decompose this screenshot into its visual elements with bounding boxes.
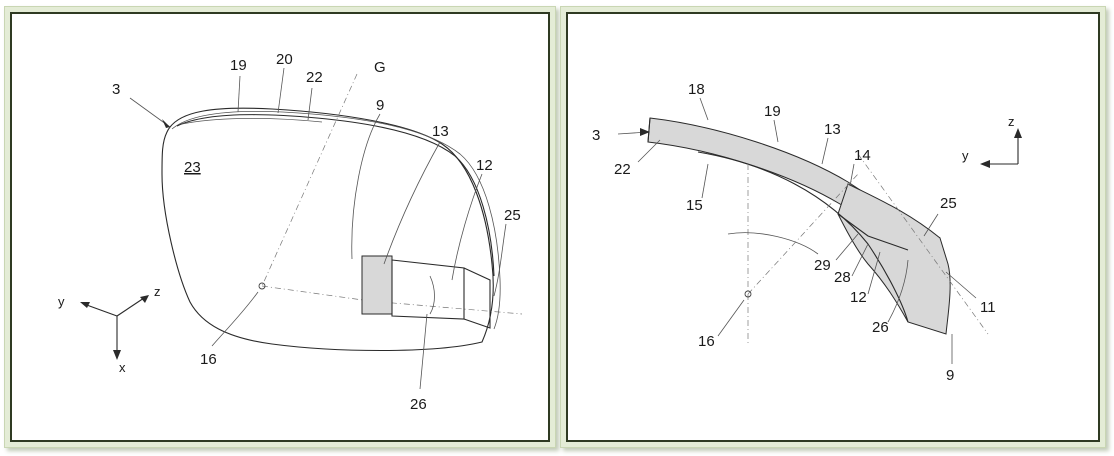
label-26: 26: [872, 319, 889, 336]
label-16: 16: [200, 351, 217, 368]
arrow-3-icon: [162, 119, 170, 128]
leader-11: [945, 271, 977, 299]
axis-label-y: y: [962, 148, 969, 163]
beam-end: [647, 117, 651, 143]
label-13: 13: [824, 121, 841, 138]
label-15: 15: [686, 197, 703, 214]
axis-label-x: x: [119, 360, 126, 375]
leader-20: [277, 67, 285, 114]
mirror-outline: [161, 107, 494, 352]
leader-22: [637, 139, 661, 163]
block-12: [391, 259, 465, 320]
leader-13: [383, 141, 441, 265]
leader-16: [211, 291, 259, 347]
label-G: G: [374, 59, 386, 76]
rim-edge-line: [181, 117, 323, 125]
y-axis-arrow-icon: [980, 160, 990, 168]
leader-3: [129, 97, 171, 128]
leader-12: [451, 173, 483, 281]
label-22: 22: [306, 69, 323, 86]
leader-14: [849, 163, 855, 187]
leader-26: [887, 259, 909, 323]
label-12: 12: [850, 289, 867, 306]
figure-left-panel: 3 19 20 22 G 9 13 12 25 23 16 26 y z x: [10, 12, 550, 442]
label-12: 12: [476, 157, 493, 174]
label-26: 26: [410, 396, 427, 413]
axis-label-z: z: [154, 284, 161, 299]
y-axis-line: [83, 303, 118, 317]
pivot-point-16: [744, 290, 752, 298]
arrow-3-icon: [640, 128, 650, 136]
leader-9: [351, 113, 381, 260]
housing-rim-inner: [176, 114, 495, 277]
block-side: [463, 267, 491, 329]
section-view-drawing: 3 18 19 13 14 22 15 25 29 28 12 26 11 16…: [592, 81, 1022, 384]
leader-28: [851, 243, 869, 277]
leader-25: [923, 213, 939, 237]
label-3: 3: [592, 127, 600, 144]
step-edge: [837, 213, 909, 251]
axis-diagonal: [747, 173, 859, 295]
block-curve: [429, 275, 435, 315]
label-29: 29: [814, 257, 831, 274]
leader-26: [419, 313, 428, 390]
inner-curve-15: [697, 151, 909, 323]
label-19: 19: [764, 103, 781, 120]
label-20: 20: [276, 51, 293, 68]
label-9: 9: [946, 367, 954, 384]
label-22: 22: [614, 161, 631, 178]
x-axis-arrow-icon: [113, 350, 121, 360]
label-25: 25: [504, 207, 521, 224]
leader-13: [821, 137, 829, 165]
leader-16: [717, 299, 745, 337]
leader-18: [699, 97, 709, 121]
mirror-housing-drawing: 3 19 20 22 G 9 13 12 25 23 16 26 y z x: [58, 51, 523, 413]
label-3: 3: [112, 81, 120, 98]
beam-lower: [837, 183, 951, 335]
block-13: [361, 255, 393, 315]
axis-label-z: z: [1008, 114, 1015, 129]
axis-triad-left: y z x: [58, 284, 161, 375]
z-axis-arrow-icon: [1014, 128, 1022, 138]
label-13: 13: [432, 123, 449, 140]
label-28: 28: [834, 269, 851, 286]
leader-15: [701, 163, 709, 199]
label-23: 23: [184, 159, 201, 176]
leader-25: [493, 223, 507, 297]
leader-29: [835, 233, 859, 261]
leader-19: [237, 75, 241, 113]
arc-guide: [727, 232, 819, 255]
label-14: 14: [854, 147, 871, 164]
leader-19: [773, 119, 779, 143]
z-axis-line: [116, 297, 145, 317]
axis-diagonal-2: [857, 153, 989, 335]
y-axis-arrow-icon: [80, 302, 90, 308]
label-16: 16: [698, 333, 715, 350]
axis-label-y: y: [58, 294, 65, 309]
axis-triad-right: z y: [962, 114, 1022, 168]
pivot-point-16: [258, 282, 266, 290]
label-25: 25: [940, 195, 957, 212]
leader-22: [307, 87, 313, 121]
label-18: 18: [688, 81, 705, 98]
label-19: 19: [230, 57, 247, 74]
leader-12: [867, 251, 881, 295]
label-9: 9: [376, 97, 384, 114]
label-11: 11: [980, 299, 996, 316]
figure-right-panel: 3 18 19 13 14 22 15 25 29 28 12 26 11 16…: [566, 12, 1100, 442]
housing-rim-outer: [171, 110, 501, 330]
z-axis-arrow-icon: [140, 295, 149, 303]
